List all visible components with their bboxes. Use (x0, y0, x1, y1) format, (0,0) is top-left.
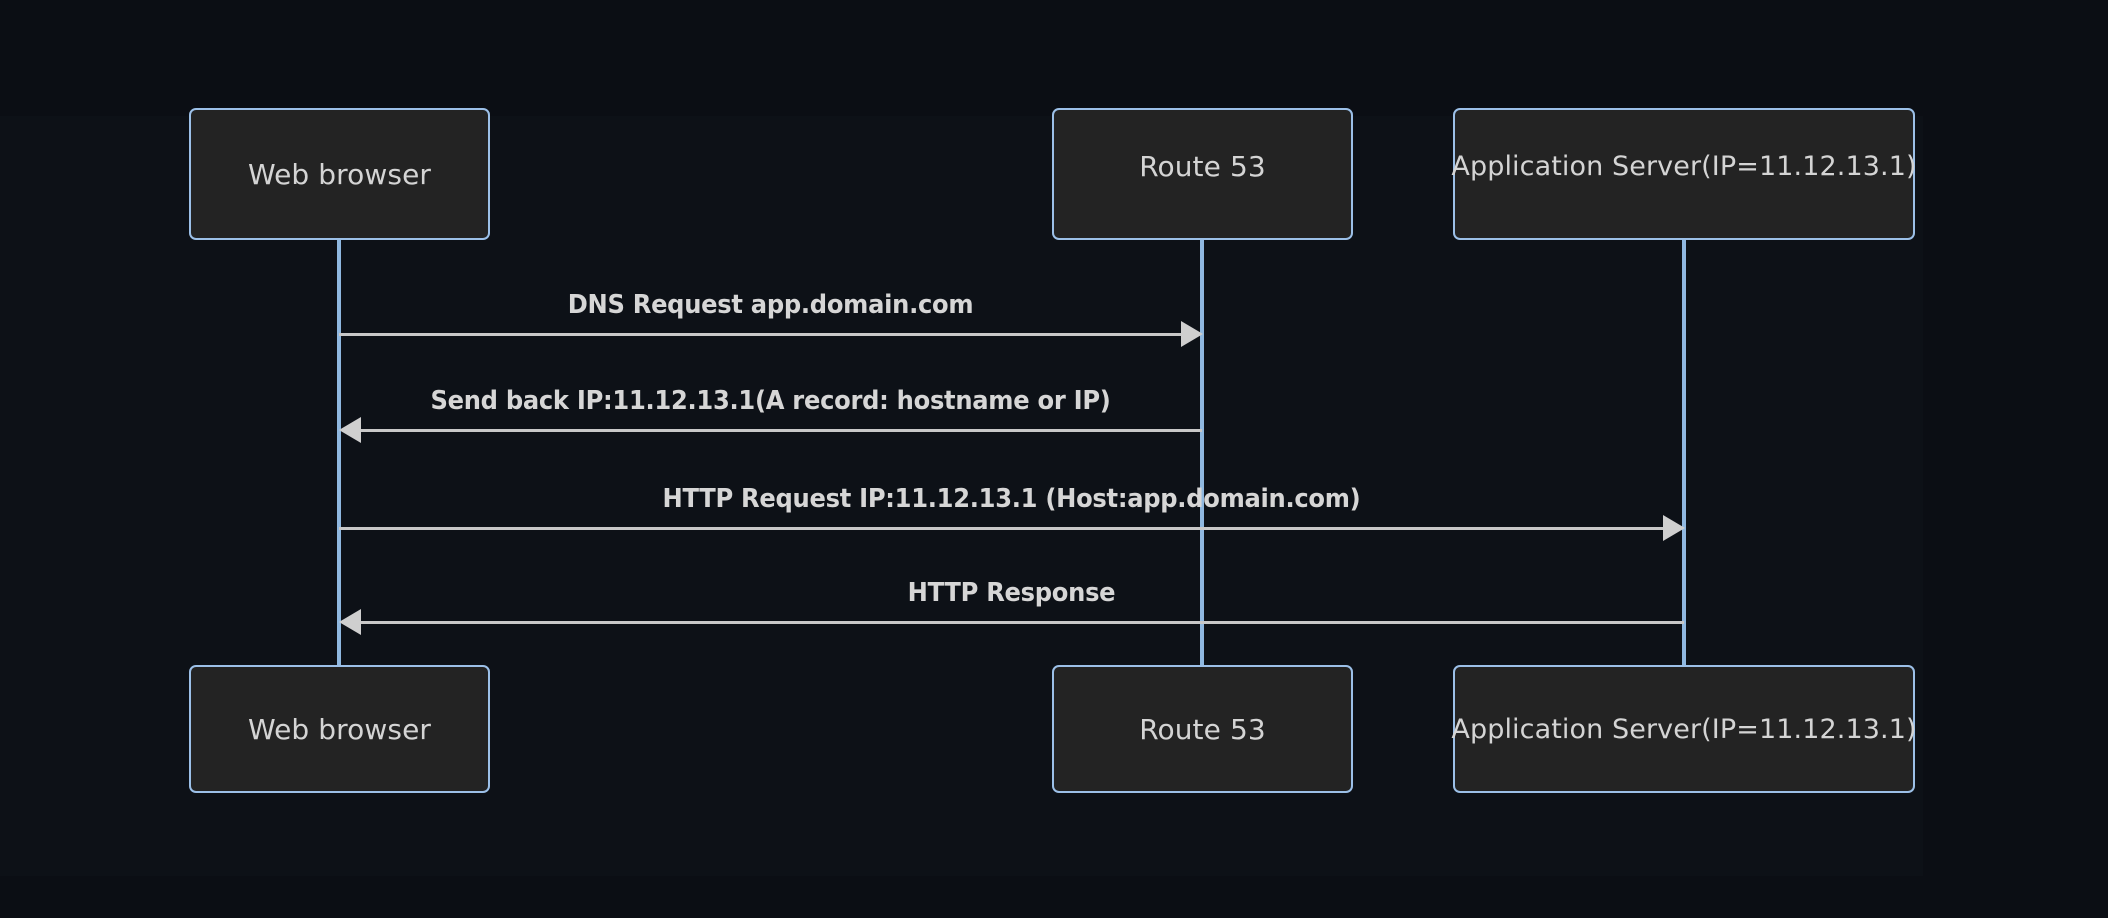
participant-box-appserver-top[interactable]: Application Server(IP=11.12.13.1) (1451, 108, 1917, 240)
participant-box-route53-top[interactable]: Route 53 (1052, 108, 1353, 240)
participant-box-appserver-bottom[interactable]: Application Server(IP=11.12.13.1) (1451, 665, 1917, 793)
participant-box-browser-bottom[interactable]: Web browser (189, 665, 490, 793)
message-line-3[interactable] (339, 527, 1663, 530)
message-line-4[interactable] (361, 621, 1684, 624)
participant-label-route53-bottom: Route 53 (1139, 712, 1266, 746)
message-line-2[interactable] (361, 429, 1202, 432)
message-label-2: Send back IP:11.12.13.1(A record: hostna… (430, 386, 1111, 416)
message-label-3: HTTP Request IP:11.12.13.1 (Host:app.dom… (662, 484, 1361, 514)
lifeline-browser (337, 240, 341, 665)
message-line-1[interactable] (339, 333, 1181, 336)
participant-label-appserver-bottom: Application Server(IP=11.12.13.1) (1451, 713, 1917, 745)
participant-box-route53-bottom[interactable]: Route 53 (1052, 665, 1353, 793)
message-arrowhead-4 (339, 609, 361, 635)
participant-label-browser-top: Web browser (247, 157, 432, 191)
message-arrowhead-3 (1663, 515, 1685, 541)
message-label-4: HTTP Response (907, 578, 1116, 608)
lifeline-appserver (1682, 240, 1686, 665)
participant-label-browser-bottom: Web browser (247, 712, 432, 746)
message-arrowhead-1 (1181, 321, 1203, 347)
participant-label-appserver-top: Application Server(IP=11.12.13.1) (1451, 150, 1917, 182)
message-arrowhead-2 (339, 417, 361, 443)
participant-label-route53-top: Route 53 (1139, 149, 1266, 183)
message-label-1: DNS Request app.domain.com (567, 290, 974, 320)
background-panel-left (0, 116, 85, 876)
participant-box-browser-top[interactable]: Web browser (189, 108, 490, 240)
